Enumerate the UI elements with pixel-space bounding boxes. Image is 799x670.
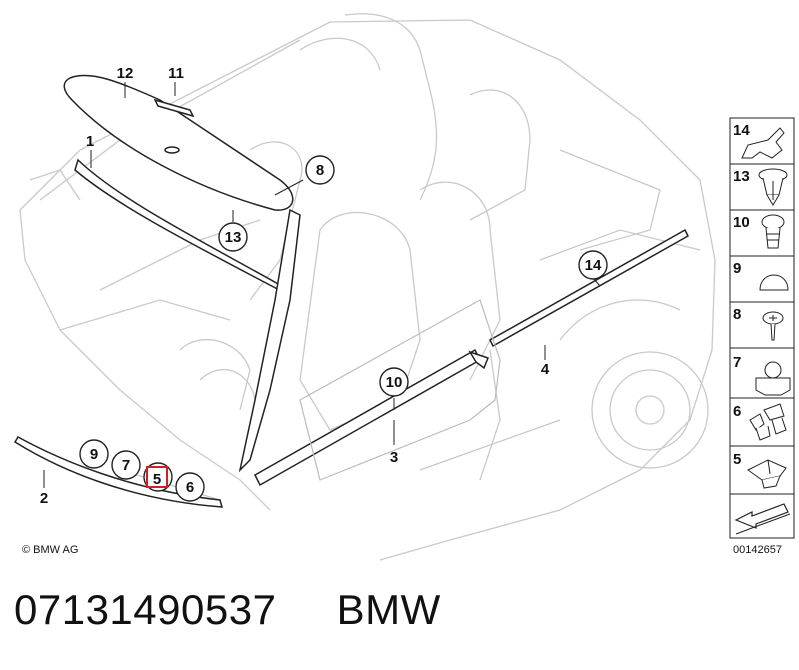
callout-5-label: 5 [153,471,161,488]
label-12: 12 [117,65,134,82]
legend-label-10: 10 [733,214,750,231]
legend-label-5: 5 [733,451,741,468]
callout-13: 13 [218,222,248,252]
legend-label-13: 13 [733,168,750,185]
label-4: 4 [541,361,550,378]
legend-item-13: 13 [729,163,795,211]
push-clip-icon [761,214,785,249]
cap-icon [759,274,789,291]
callout-14-label: 14 [585,257,602,274]
copyright-text: © BMW AG [22,544,78,556]
legend-item-7: 7 [729,347,795,399]
legend-item-8: 8 [729,301,795,349]
legend-arrow-cell [729,493,795,539]
windscreen-frame [13,74,689,508]
double-clip-icon [749,403,787,441]
legend-item-10: 10 [729,209,795,257]
sill-clip-icon [747,459,787,489]
car-outline [19,13,716,561]
legend-label-8: 8 [733,306,741,323]
legend-label-7: 7 [733,354,741,371]
label-2: 2 [40,490,48,507]
label-1: 1 [86,133,94,150]
callout-10: 10 [379,367,409,397]
label-11: 11 [168,65,184,82]
expanding-rivet-icon [758,168,788,206]
callout-8: 8 [305,155,335,185]
legend-panel: 14 13 10 [729,117,795,556]
legend-item-9: 9 [729,255,795,303]
footer: 07131490537 BMW [14,584,784,644]
part-number: 07131490537 [14,586,277,633]
callout-6-label: 6 [186,479,194,496]
callout-9: 9 [79,439,109,469]
legend-item-14: 14 [729,117,795,165]
clip-14-icon [741,127,785,159]
callout-9-label: 9 [90,446,98,463]
label-3: 3 [390,449,398,466]
legend-item-5: 5 [729,445,795,495]
image-number: 00142657 [733,544,782,556]
callout-14: 14 [578,250,608,280]
callout-7-label: 7 [122,457,130,474]
legend-label-9: 9 [733,260,741,277]
legend-item-6: 6 [729,397,795,447]
leader-lines [43,82,601,488]
legend-label-14: 14 [733,122,750,139]
callout-10-label: 10 [386,374,403,391]
callout-5: 5 [143,462,173,492]
parts-diagram: 8 13 14 10 9 7 5 6 12 11 1 2 3 4 © BMW A… [13,13,795,561]
nut-icon [755,361,791,396]
callout-6: 6 [175,472,205,502]
legend-label-6: 6 [733,403,741,420]
brand-name: BMW [336,586,441,633]
callout-7: 7 [111,450,141,480]
callout-8-label: 8 [316,162,324,179]
arrow-icon [734,503,789,529]
callout-13-label: 13 [225,229,242,246]
screw-icon [762,311,784,341]
